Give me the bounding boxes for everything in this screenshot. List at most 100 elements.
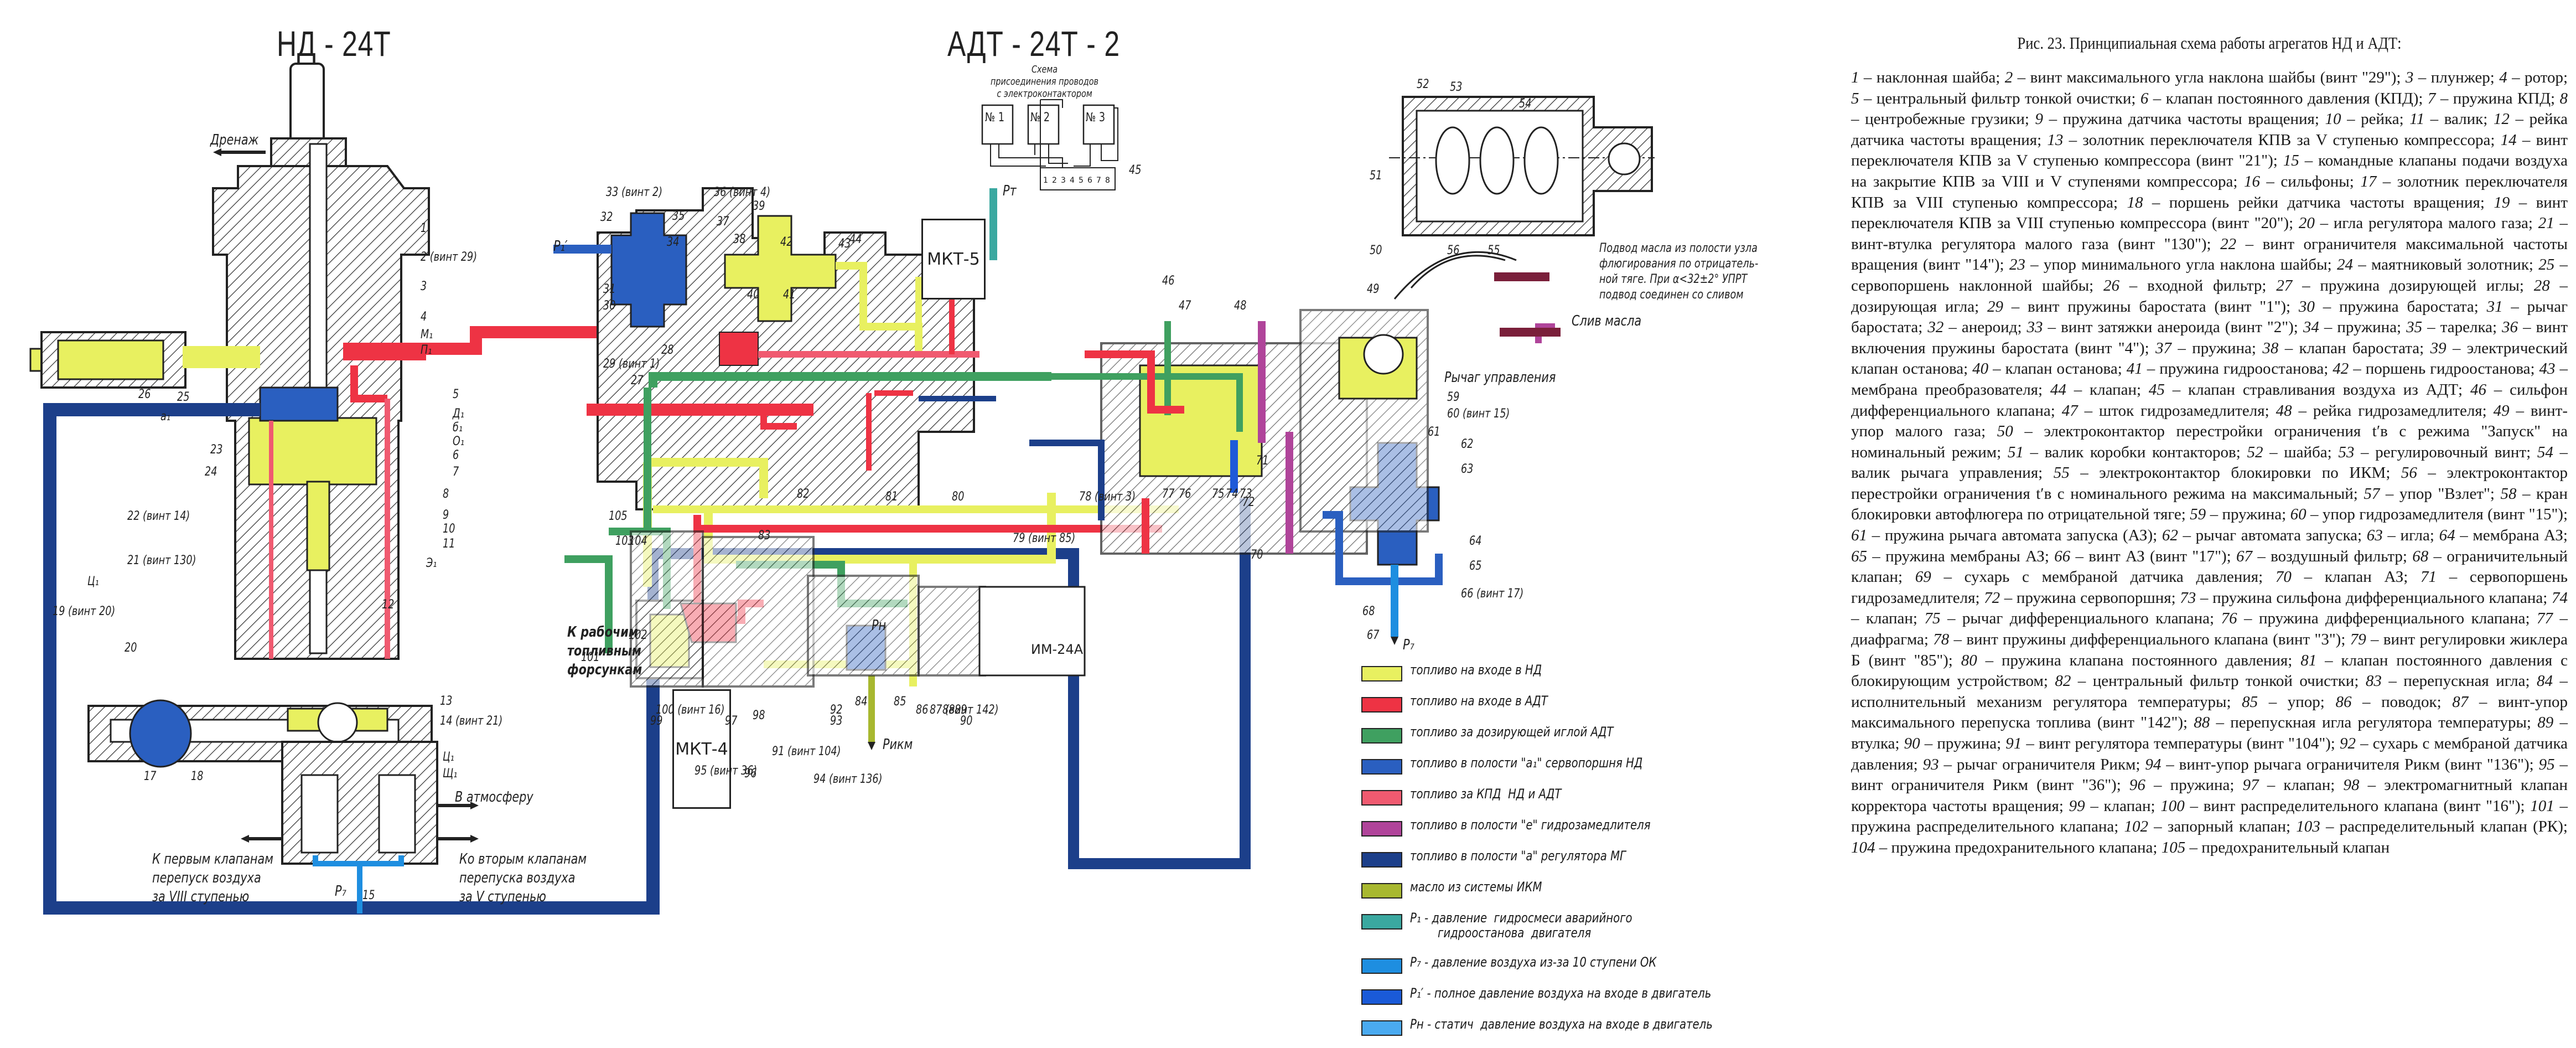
part-label: 51 — [1370, 169, 1382, 183]
caption-item-text: – рейка; — [2341, 110, 2410, 128]
caption-item-text: – золотник переключателя КПВ за V ступен… — [2063, 131, 2501, 149]
caption-item-number: 54 — [2537, 443, 2553, 461]
caption-item: 4 – ротор; — [2499, 69, 2568, 86]
caption-item: 20 – игла регулятора малого газа; — [2299, 214, 2538, 232]
caption-item: 84 – исполнительный механизм регулятора … — [1851, 672, 2568, 711]
caption-item-number: 73 — [2180, 588, 2196, 607]
caption-item: 50 – электроконтактор перестройки ограни… — [1851, 422, 2568, 461]
caption-item-text: – упор минимального угла наклона шайбы; — [2025, 256, 2337, 274]
caption-item-number: 63 — [2366, 526, 2383, 545]
part-label: 52 — [1417, 78, 1429, 91]
caption-item-text: – пружина баростата; — [2314, 297, 2487, 316]
caption-item: 55 – электроконтактор блокировки по ИКМ; — [2054, 464, 2401, 482]
caption-item-text: – дозирующая игла; — [1851, 276, 2568, 316]
part-label: 90 — [960, 714, 973, 728]
caption-item-text: – клапан; — [2066, 380, 2149, 399]
part-label: 23 — [210, 443, 223, 457]
part-label: 38 — [733, 233, 746, 246]
caption-item-number: 81 — [2300, 651, 2317, 669]
part-label: 30 — [603, 299, 616, 313]
caption-item: 51 – валик коробки контакторов; — [2008, 443, 2247, 461]
caption-item-number: 21 — [2538, 214, 2554, 233]
part-label: 45 — [1129, 163, 1142, 177]
part-label: 81 — [885, 490, 898, 504]
to-nozzles-label: К рабочим топливным форсункам — [567, 624, 642, 678]
caption-item: 16 – сильфоны; — [2244, 173, 2360, 190]
caption-item-number: 38 — [2262, 339, 2279, 357]
caption-item: 23 – упор минимального угла наклона шайб… — [2009, 256, 2337, 273]
caption-item-text: – клапан останова; — [1988, 360, 2127, 378]
caption-item: 10 – рейка; — [2325, 110, 2409, 128]
caption-item-text: – рычаг автомата запуска; — [2178, 526, 2367, 545]
caption-item-number: 52 — [2247, 443, 2263, 461]
caption-item-text: – пружина КПД; — [2435, 89, 2560, 107]
part-label: 74 — [1226, 487, 1238, 501]
caption-item: 63 – игла; — [2367, 526, 2439, 544]
caption-item-text: – валик коробки контакторов; — [2023, 443, 2247, 461]
caption-item-number: 86 — [2335, 693, 2352, 711]
second-valves-label: Ко вторым клапанам перепуска воздуха за … — [459, 851, 587, 905]
fuel-system-schematic: НД - 24Т АДТ - 24Т - 2 Схема присоединен… — [29, 24, 1787, 1036]
caption-item-text: – электроконтактор блокировки по ИКМ; — [2069, 464, 2401, 482]
caption-item: 65 – пружина мембраны АЗ; — [1851, 548, 2054, 565]
caption-item-number: 71 — [2420, 568, 2437, 586]
caption-item: 70 – клапан АЗ; — [2276, 568, 2420, 586]
caption-item: 11 – валик; — [2409, 110, 2494, 128]
p7-bottom-label: P₇ — [335, 883, 346, 900]
caption-item-text: – винт пружины баростата (винт "1"); — [2003, 297, 2299, 316]
caption-item-text: – золотник переключателя КПВ за VIII сту… — [1851, 172, 2568, 211]
to-atmosphere-label: В атмосферу — [455, 789, 533, 806]
part-label: 100 (винт 16) — [656, 703, 725, 717]
caption-item-text: – центробежные грузики; — [1851, 110, 2035, 128]
caption-item-text: – винт регулятора температуры (винт "104… — [2022, 735, 2340, 752]
caption-item-number: 55 — [2053, 464, 2070, 482]
caption-item: 52 – шайба; — [2247, 443, 2338, 461]
caption-item-text: – ограничительный клапан; — [1851, 547, 2568, 586]
part-label: 8 — [443, 487, 449, 501]
part-label: 43 — [838, 237, 851, 251]
caption-item: 97 – клапан; — [2243, 776, 2344, 794]
part-label: 68 — [1362, 605, 1375, 618]
caption-item: 94 – винт-упор рычага ограничителя Pикм … — [2145, 756, 2538, 773]
caption-item-text: – шток гидрозамедлителя; — [2077, 401, 2276, 420]
caption-item: 17 – золотник переключателя КПВ за VIII … — [1851, 173, 2568, 211]
caption-item-text: – клапан стравливания воздуха из АДТ; — [2164, 380, 2470, 399]
caption-item-text: – пружина предохранительного клапана; — [1875, 838, 2162, 856]
caption-item: 100 – винт распределительного клапана (в… — [2160, 797, 2530, 815]
caption-item-number: 89 — [2537, 714, 2554, 732]
part-label: 83 — [758, 529, 771, 543]
caption-item-number: 31 — [2486, 297, 2503, 316]
part-label: 77 — [1162, 487, 1175, 501]
part-label: Д₁ — [453, 407, 464, 421]
contactor-box — [1389, 96, 1655, 300]
part-label: 55 — [1487, 244, 1500, 257]
caption-item: 66 – винт АЗ (винт "17"); — [2054, 548, 2236, 565]
caption-item-text: – сильфон дифференциального клапана; — [1851, 380, 2568, 420]
caption-item-number: 2 — [2004, 69, 2013, 86]
caption-item-number: 84 — [2537, 672, 2553, 690]
part-label: 99 — [650, 714, 663, 728]
caption-item-text: – игла регулятора малого газа; — [2314, 214, 2538, 233]
wiring-scheme-drawing — [981, 99, 1118, 190]
caption-item-number: 64 — [2439, 526, 2455, 545]
caption-item-number: 12 — [2493, 110, 2510, 128]
caption-item: 38 – клапан баростата; — [2262, 339, 2430, 357]
caption-item: 61 – пружина рычага автомата запуска (АЗ… — [1851, 526, 2162, 544]
legend-item: масло из системы ИКМ — [1361, 880, 1787, 911]
caption-item-text: – перепускная игла; — [2381, 672, 2537, 690]
caption-item-number: 90 — [1904, 735, 1920, 752]
mkt5-unit: МКТ-5 — [921, 219, 986, 300]
part-label: 46 — [1162, 274, 1175, 288]
caption-item: 78 – винт пружины дифференциального клап… — [1933, 631, 2350, 648]
caption-item-text: – валик; — [2424, 110, 2494, 128]
servo-piston-cavity — [259, 386, 339, 422]
caption-item-number: 22 — [2220, 235, 2237, 253]
part-label: 64 — [1469, 534, 1482, 548]
terminal-strip: 1 2 3 4 5 6 7 8 — [1041, 176, 1112, 185]
p1-prime-label: P₁′ — [553, 238, 568, 255]
caption-item: 79 – винт регулировки жиклера Б (винт "8… — [1851, 631, 2568, 669]
caption-item-number: 7 — [2427, 89, 2436, 107]
part-label: 36 (винт 4) — [714, 185, 771, 199]
part-label: Ц₁ — [443, 750, 454, 764]
caption-item: 82 – центральный фильтр тонкой очистки; — [2055, 672, 2366, 690]
